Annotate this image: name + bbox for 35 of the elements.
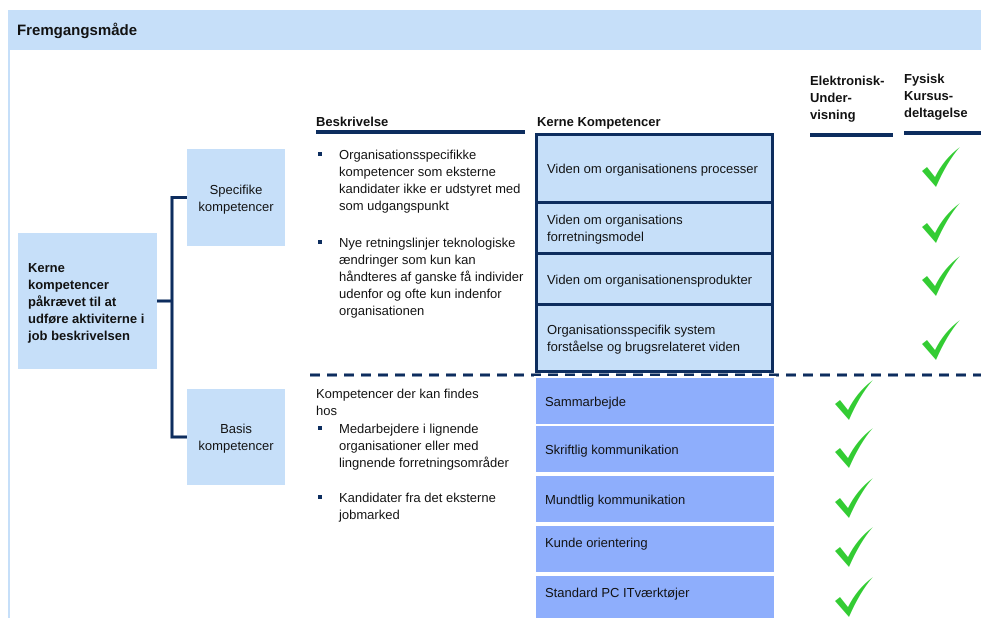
- node-text: Standard PC ITværktøjer: [545, 584, 690, 601]
- node-text: Kunde orientering: [545, 534, 649, 551]
- category-box: [187, 149, 285, 246]
- competence-box: [534, 424, 776, 474]
- competence-box: [535, 201, 774, 255]
- node-text: Viden om organisations forretningsmodel: [547, 211, 684, 245]
- competence-box: [534, 376, 776, 426]
- category-box: [18, 233, 157, 369]
- connector-line: [157, 300, 187, 438]
- node-text: Sammarbejde: [545, 392, 627, 410]
- category-box: [187, 389, 285, 485]
- column-header: Fysisk Kursus- deltagelse: [904, 70, 981, 135]
- bullet-item: Medarbejdere i lignende organisationer eller med lingnende forretningsområder: [316, 420, 516, 471]
- node-text: Specifike kompetencer: [197, 180, 275, 214]
- competence-box: [535, 303, 774, 373]
- competence-box: [535, 252, 774, 306]
- node-text: Viden om organisationens processer: [547, 160, 759, 177]
- bullet-item: Kandidater fra det eksterne jobmarked: [316, 489, 516, 523]
- node-text: Organisationsspecifik system forståelse og brugsrelateret viden: [547, 321, 741, 355]
- column-header: Kerne Kompetencer: [537, 113, 662, 130]
- column-header: Elektronisk- Under- visning: [810, 72, 893, 137]
- bullet-item: Organisationsspecifikke kompetencer som eksterne kandidater ikke er udstyret med som udgangspunkt: [316, 146, 525, 214]
- competence-box: [534, 524, 776, 574]
- node-text: Skriftlig kommunikation: [545, 440, 680, 458]
- competence-box: [534, 574, 776, 618]
- node-text: Basis kompetencer: [197, 420, 275, 454]
- title: Fremgangsmåde: [16, 22, 138, 38]
- node-text: Viden om organisationensprodukter: [547, 270, 754, 288]
- node-text: Mundtlig kommunikation: [545, 490, 686, 508]
- competence-box: [534, 474, 776, 524]
- node-text: Kerne kompetencer påkrævet til at udføre aktiviterne i job beskrivelsen: [28, 258, 146, 344]
- column-header: Beskrivelse: [316, 113, 390, 130]
- bullet-item: Nye retningslinjer teknologiske ændringer som kun kan håndteres af ganske få individer udenfor og ofte kun indenfor organisationen: [316, 234, 525, 319]
- competence-box: [535, 133, 774, 204]
- description-text: Kompetencer der kan findes hos: [316, 385, 480, 419]
